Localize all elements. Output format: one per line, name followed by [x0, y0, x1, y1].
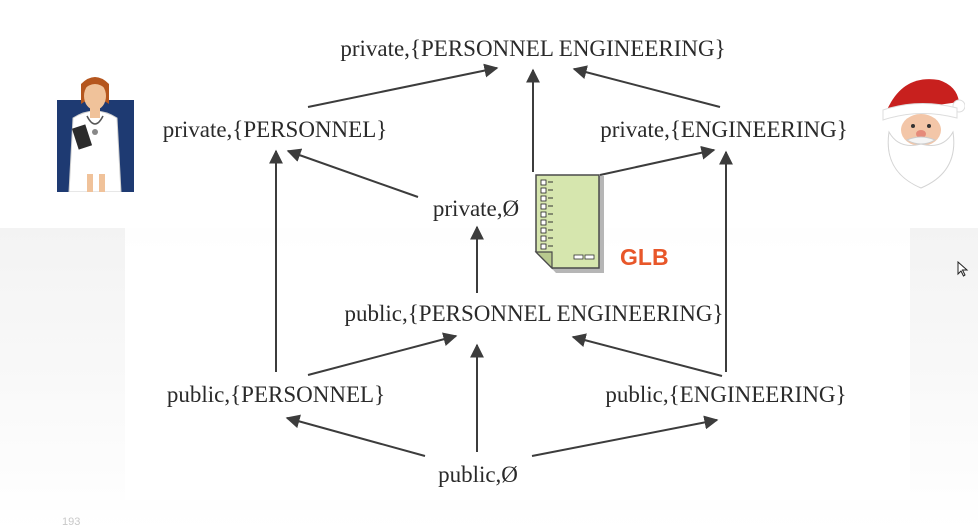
arrow-privempty-to-privengineering [599, 145, 716, 176]
arrow-pubengineering-to-pubboth [571, 333, 723, 377]
glb-label: GLB [620, 244, 669, 270]
arrow-privpersonnel-to-top [307, 63, 499, 108]
node-private-empty: private,Ø [432, 196, 520, 221]
santa-avatar-icon [882, 79, 965, 189]
arrow-pubpersonnel-to-pubboth [307, 332, 458, 376]
arrow-bottom-to-pubpersonnel [285, 414, 426, 457]
arrow-privengineering-to-top [572, 65, 721, 108]
node-public-personnel: public,{PERSONNEL} [166, 382, 386, 407]
node-private-personnel-engineering: private,{PERSONNEL ENGINEERING} [340, 36, 726, 61]
arrow-bottom-to-pubengineering [531, 415, 719, 457]
document-icon [534, 174, 604, 273]
doctor-avatar-icon [57, 77, 134, 192]
arrow-privempty-to-privpersonnel [286, 148, 419, 198]
node-public-personnel-engineering: public,{PERSONNEL ENGINEERING} [344, 301, 724, 326]
node-public-engineering: public,{ENGINEERING} [605, 382, 847, 407]
node-private-engineering: private,{ENGINEERING} [600, 117, 848, 142]
slide-panel [125, 10, 910, 500]
node-private-personnel: private,{PERSONNEL} [162, 117, 388, 142]
node-public-empty: public,Ø [438, 462, 518, 487]
page-number: 193 [62, 516, 81, 528]
mouse-cursor-icon [957, 261, 969, 277]
